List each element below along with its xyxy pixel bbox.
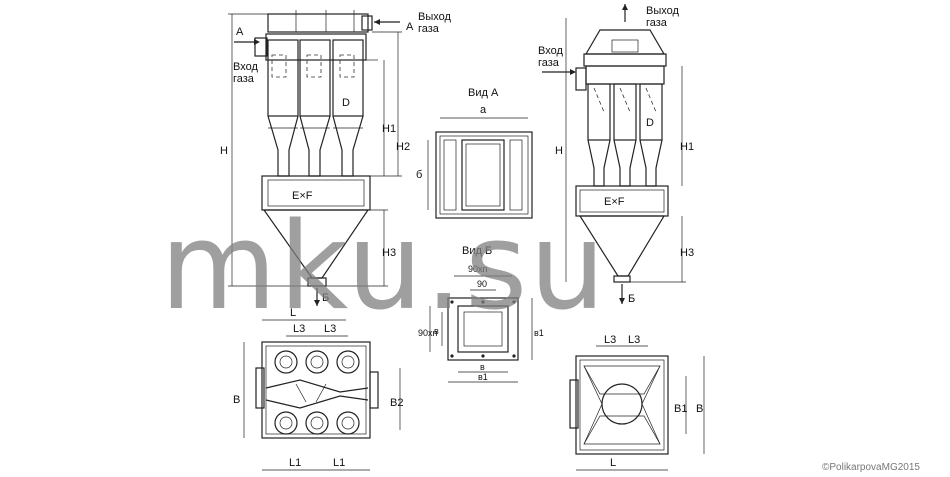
label-outlet-1-right: Выход [646,5,679,17]
label-view-a: Вид А [468,87,499,99]
label-a-left: A [236,26,244,38]
left-cyclone-elevation: A Вход газа A Выход газа H H1 H2 H3 D E×… [220,10,451,306]
copyright-text: ©PolikarpovaMG2015 [822,462,920,473]
label-b1-right: B1 [674,403,687,415]
label-h2: H2 [396,141,410,153]
label-l3-right-b: L3 [628,334,640,346]
label-l1-b: L1 [333,457,345,469]
label-h-right: H [555,145,563,157]
label-90n-v: 90xn [418,328,438,338]
label-v-side: в [434,326,439,336]
right-plan-view: L3 L3 B1 B L [569,334,705,471]
label-outlet-1: Выход [418,11,451,23]
label-a-right: A [406,21,414,33]
label-outlet-2: газа [418,23,440,35]
label-l3-a: L3 [293,323,305,335]
right-cyclone-elevation: Выход газа Вход газа H H1 H3 D E×F Б [538,4,694,305]
label-l3-b: L3 [324,323,336,335]
label-d: D [342,97,350,109]
label-l3-right-a: L3 [604,334,616,346]
label-90n: 90xn [468,264,488,274]
label-exf: E×F [292,190,313,202]
watermark-text: mku.su [160,198,607,337]
label-inlet-1-right: Вход [538,45,563,57]
label-v1-bottom: в1 [478,372,488,382]
label-d-right: D [646,117,654,129]
label-inlet-2: газа [233,73,255,85]
label-v-bottom: в [480,362,485,372]
label-90: 90 [477,279,487,289]
view-b: Вид Б 90xn 90 90xn в в1 в в1 [418,245,544,383]
label-outlet-2-right: газа [646,17,668,29]
label-big-b: B [233,394,240,406]
label-view-b: Вид Б [462,245,492,257]
label-b-arrow: Б [322,292,329,304]
label-l-right: L [610,457,616,469]
label-h1-right: H1 [680,141,694,153]
label-l1-a: L1 [289,457,301,469]
label-b-dim: б [416,169,422,181]
label-h3-right: H3 [680,247,694,259]
label-b-arrow-right: Б [628,293,635,305]
label-big-b-right: B [696,403,703,415]
label-a-dim: a [480,104,487,116]
label-l: L [290,307,296,319]
label-inlet-1: Вход [233,61,258,73]
view-a: Вид А a б [416,87,533,219]
label-h: H [220,145,228,157]
label-inlet-2-right: газа [538,57,560,69]
label-exf-right: E×F [604,196,625,208]
label-h3: H3 [382,247,396,259]
left-plan-view: L L3 L3 B B2 L1 L1 [233,307,403,471]
label-v1-side: в1 [534,328,544,338]
label-b2: B2 [390,397,403,409]
label-h1: H1 [382,123,396,135]
